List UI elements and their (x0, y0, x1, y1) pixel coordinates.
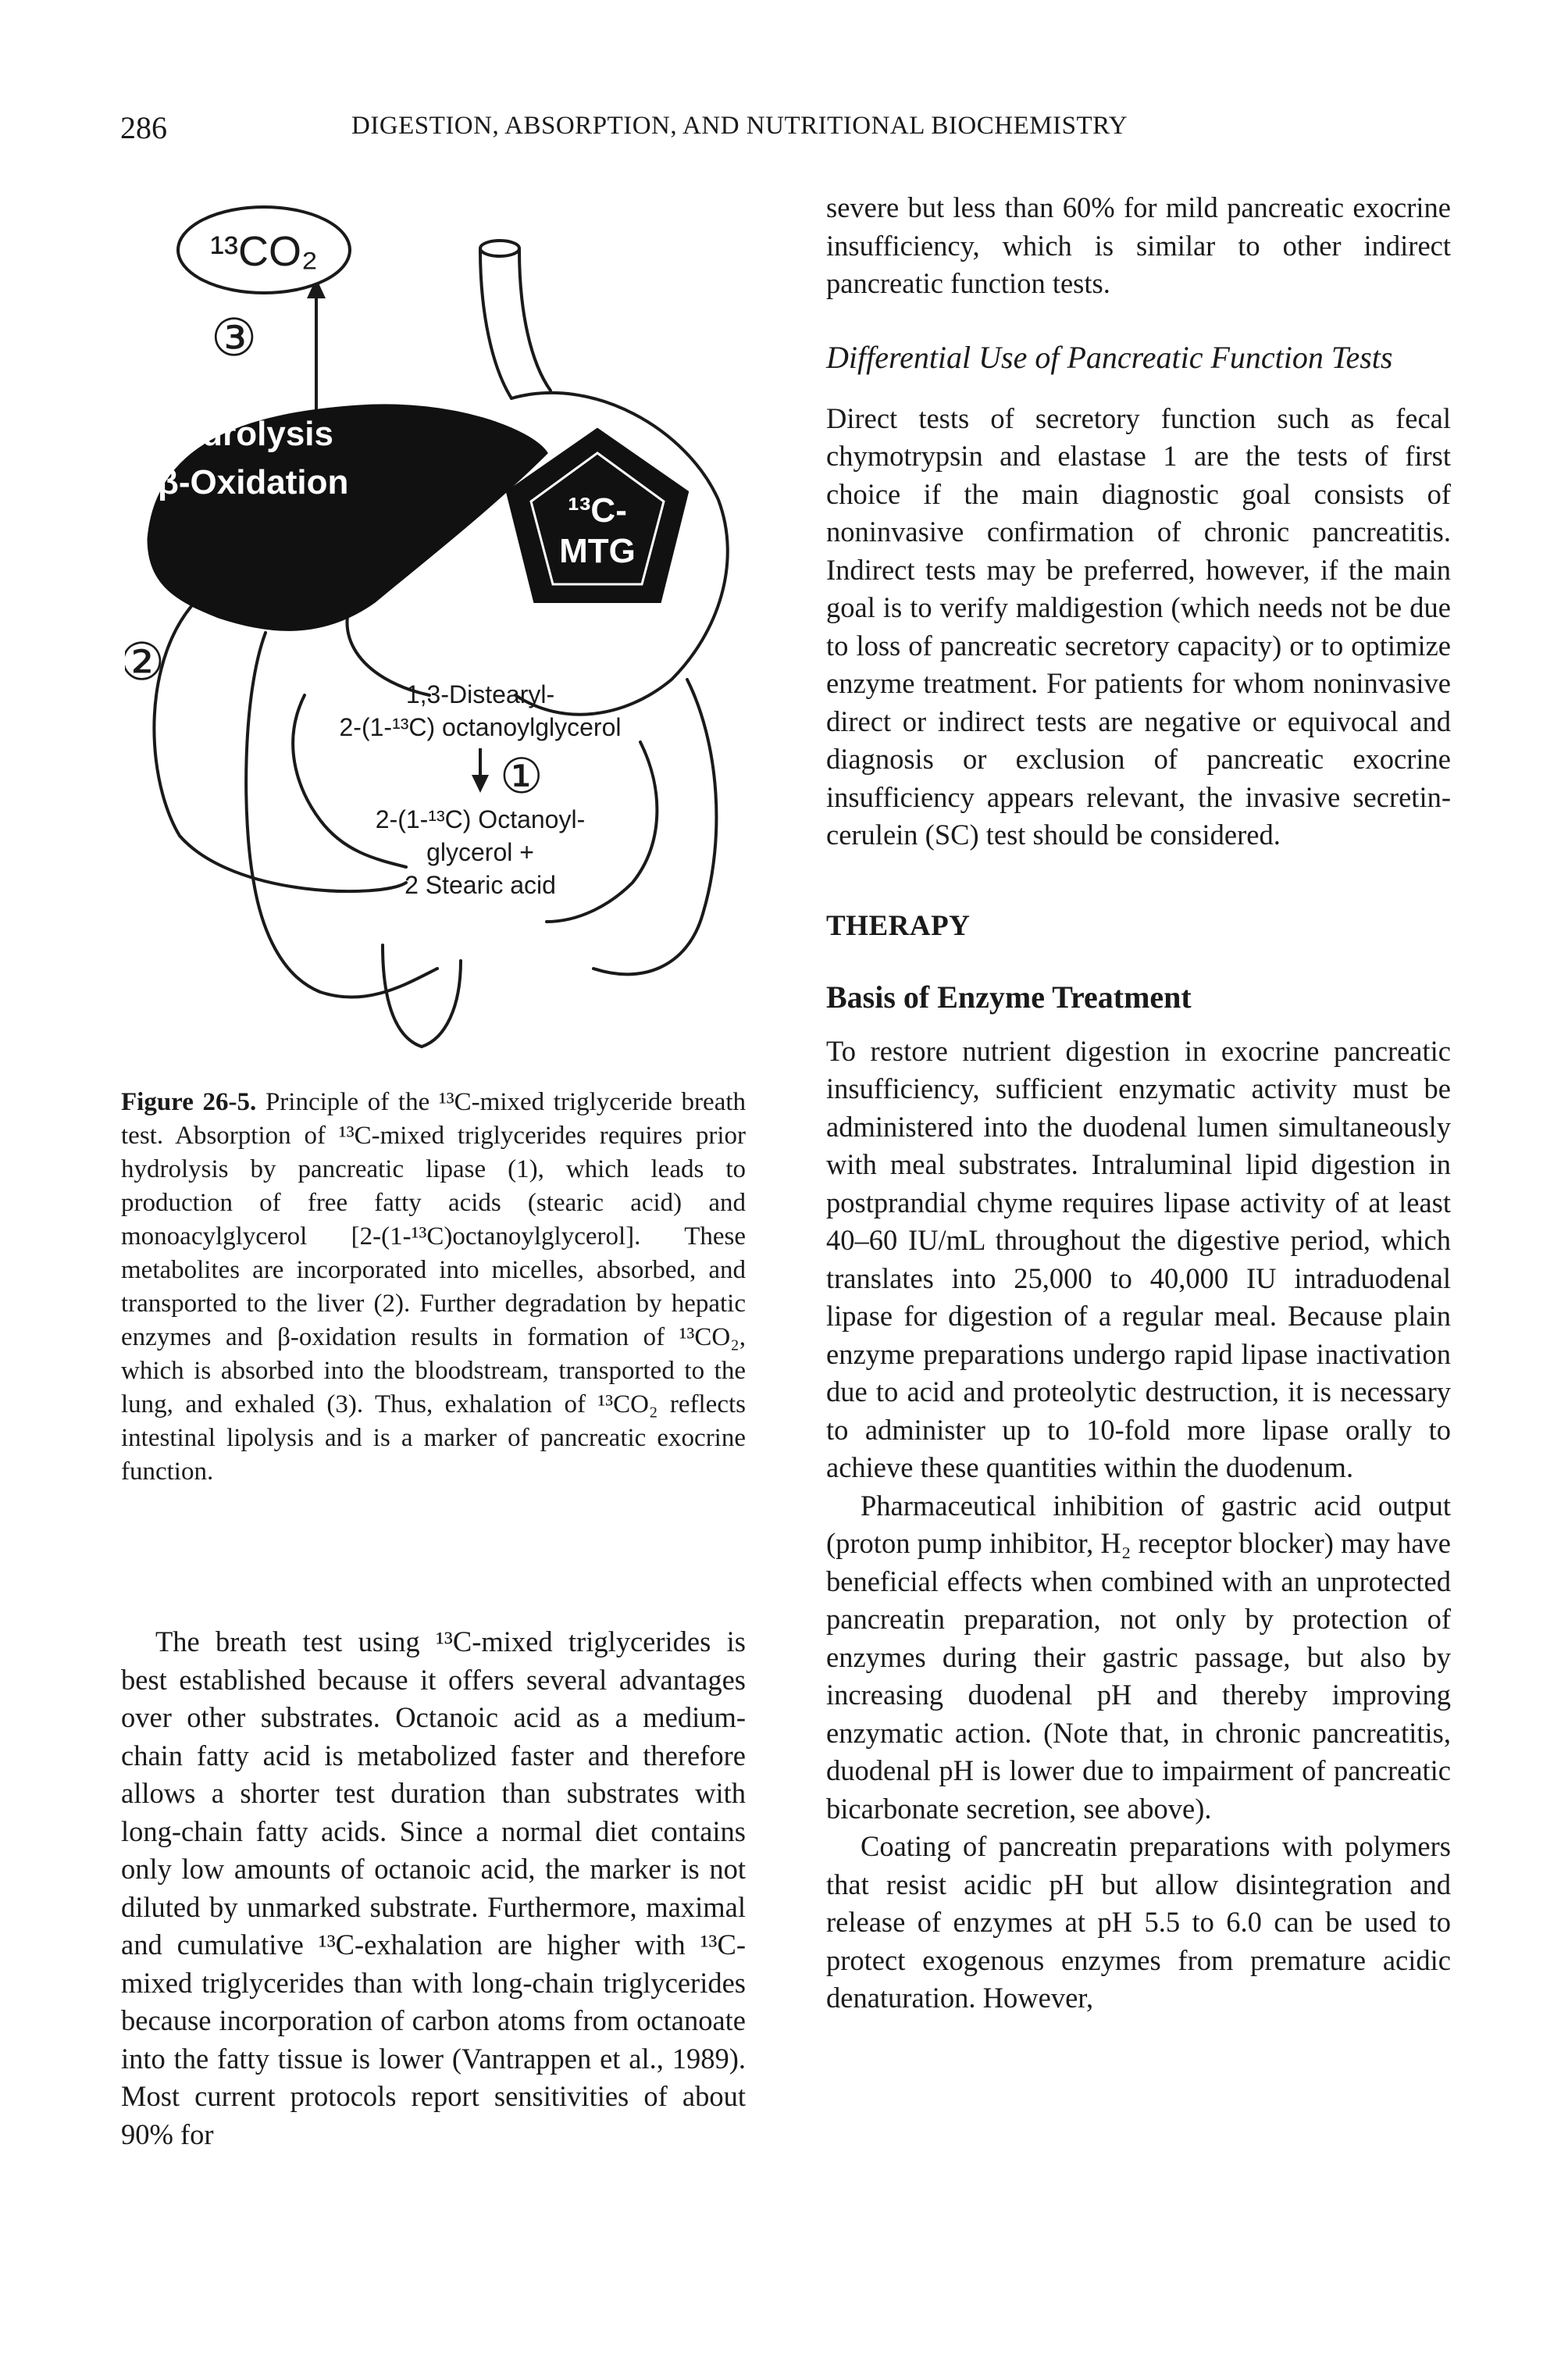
rectum-outline (381, 944, 462, 1048)
digestive-tract-illustration: ¹³CO₂ ③ ② Hydrolysis β-Oxidation ¹³C- MT… (119, 205, 729, 1048)
step-1-marker: ① (500, 750, 543, 804)
liver-shape (147, 404, 548, 631)
left-column: The breath test using ¹³C-mixed triglyce… (121, 1623, 746, 2153)
figure-diagram: ¹³CO₂ ③ ② Hydrolysis β-Oxidation ¹³C- MT… (119, 195, 765, 1062)
stomach-outline (510, 391, 729, 716)
therapy-heading: THERAPY (826, 909, 971, 942)
co2-bubble (176, 205, 351, 294)
mtg-label-line1: ¹³C- (568, 491, 627, 530)
colon-outline (244, 631, 718, 999)
mtg-label-line2: MTG (559, 532, 636, 570)
differential-use-paragraph: Direct tests of secretory function such … (826, 401, 1451, 851)
right-column: severe but less than 60% for mild pancre… (826, 189, 1451, 2018)
step-2-marker: ② (125, 633, 165, 690)
figure-caption: Figure 26-5. Principle of the ¹³C-mixed … (121, 1086, 746, 1489)
esophagus-opening (479, 239, 521, 258)
substrate-label-line1: 1,3-Distearyl- (406, 680, 554, 708)
running-title: DIGESTION, ABSORPTION, AND NUTRITIONAL B… (351, 112, 1128, 140)
continuation-paragraph: severe but less than 60% for mild pancre… (826, 191, 1451, 299)
figure-caption-text: Principle of the ¹³C-mixed triglyceride … (121, 1088, 747, 1486)
substrate-label-line2: 2-(1-¹³C) octanoylglycerol (340, 713, 622, 741)
enzyme-treatment-heading: Basis of Enzyme Treatment (826, 979, 1192, 1015)
product-label-line3: 2 Stearic acid (404, 871, 556, 899)
hydrolysis-label: Hydrolysis (158, 415, 333, 453)
therapy-paragraph-1: To restore nutrient digestion in exocrin… (826, 1034, 1451, 1484)
mtg-pentagon (505, 427, 690, 603)
differential-use-heading: Differential Use of Pancreatic Function … (826, 339, 1393, 375)
co2-label: ¹³CO₂ (210, 228, 318, 275)
esophagus-outline (479, 248, 552, 400)
page-number: 286 (120, 110, 167, 145)
step-3-marker: ③ (211, 309, 257, 366)
intestine-loops (291, 694, 659, 923)
figure-caption-label: Figure 26-5. (121, 1088, 257, 1116)
product-label-line2: glycerol + (426, 838, 534, 866)
breath-test-paragraph: The breath test using ¹³C-mixed triglyce… (121, 1625, 746, 2150)
therapy-paragraph-2: Pharmaceutical inhibition of gastric aci… (826, 1489, 1451, 1825)
beta-oxidation-label: β-Oxidation (158, 463, 348, 501)
product-label-line1: 2-(1-¹³C) Octanoyl- (376, 805, 585, 833)
therapy-paragraph-3: Coating of pancreatin preparations with … (826, 1830, 1451, 2014)
